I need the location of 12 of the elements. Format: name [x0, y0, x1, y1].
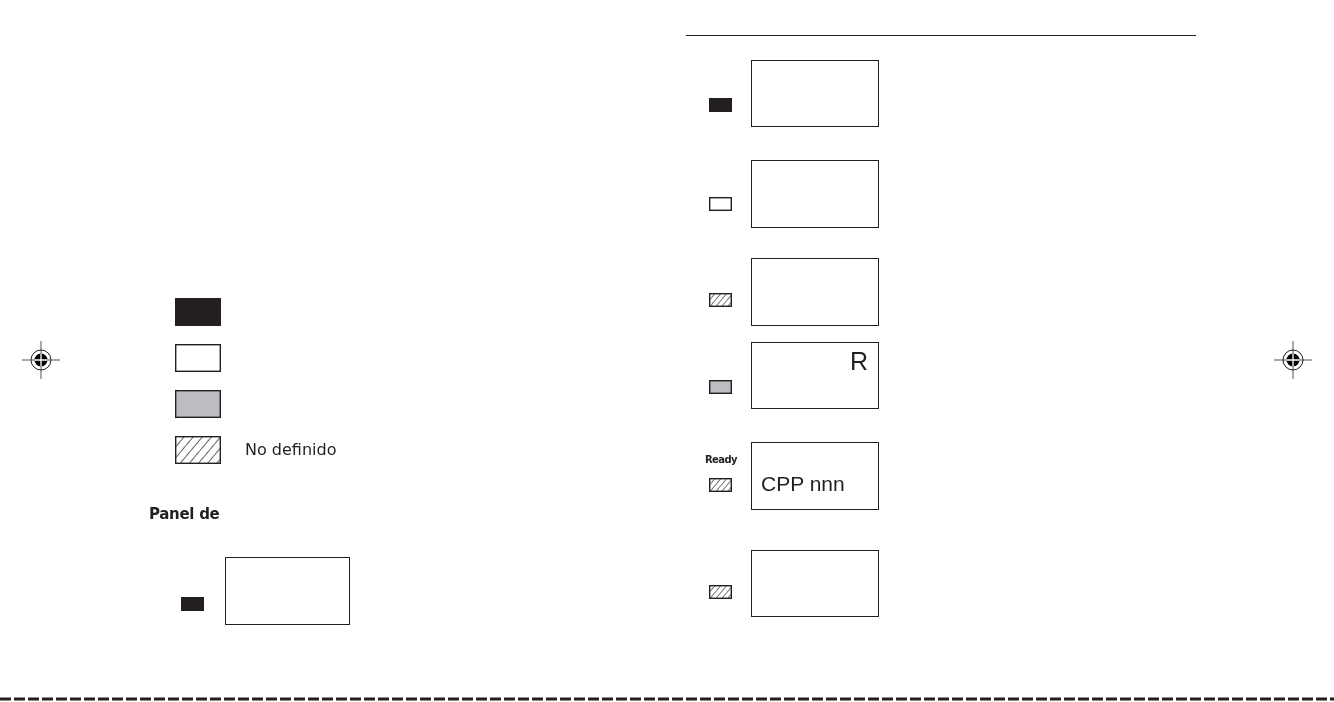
display-panel — [751, 342, 879, 409]
display-panel — [751, 442, 879, 510]
display-panel — [225, 557, 350, 625]
legend-text: No definido — [245, 442, 337, 458]
display-panel — [751, 258, 879, 326]
display-panel — [751, 160, 879, 228]
display-text: R — [849, 349, 868, 374]
indicator-label: Ready — [705, 455, 737, 465]
section-heading: Panel de — [149, 507, 220, 522]
display-text: CPP nnn — [761, 473, 845, 494]
display-panel — [751, 60, 879, 127]
display-panel — [751, 550, 879, 617]
